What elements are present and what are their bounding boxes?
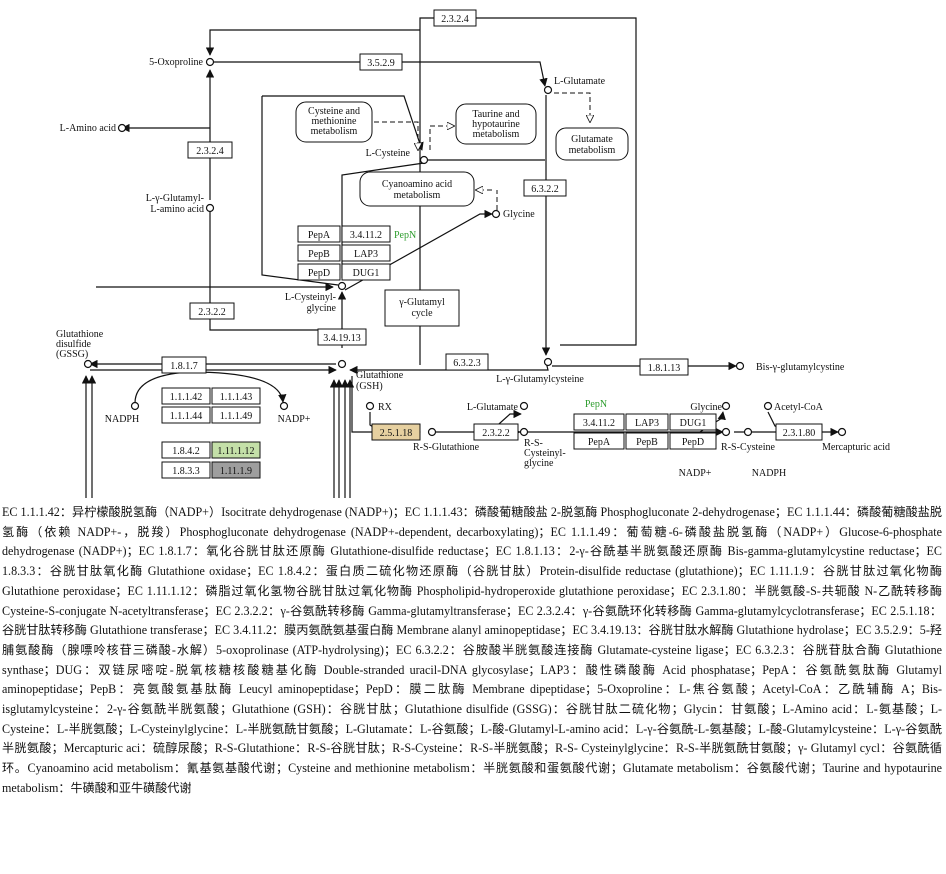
enzyme-lap3-bottom: LAP3 [635,418,659,429]
enzyme-2-3-2-4-top: 2.3.2.4 [441,14,469,25]
compound-rs-cysteinylglycine-line1: R-S- [524,438,543,449]
enzyme-1-8-4-2: 1.8.4.2 [172,446,200,457]
enzyme-pepb-bottom: PepB [636,437,658,448]
pathway-cyanoamino-line2: metabolism [394,190,441,201]
enzyme-lap3: LAP3 [354,249,378,260]
enzyme-2-3-2-2-bottom: 2.3.2.2 [482,428,510,439]
compound-nadp-left: NADP+ [278,414,311,425]
enzyme-pepa-bottom: PepA [588,437,611,448]
compound-gssg-line3: (GSSG) [56,349,88,360]
compound-gsh-line1: Glutathione [356,370,404,381]
enzyme-1-1-1-49: 1.1.1.49 [220,411,253,422]
compound-l-cysteine: L-Cysteine [366,148,411,159]
enzyme-pepd: PepD [308,268,330,279]
compound-nodes [83,57,847,437]
figure-caption: EC 1.1.1.42：异柠檬酸脱氢酶（NADP+）Isocitrate deh… [2,505,942,795]
pathway-glutamate-line2: metabolism [569,145,616,156]
compound-cysteinylglycine-line1: L-Cysteinyl- [285,292,336,303]
compound-glycine-bottom: Glycine [690,402,722,413]
compound-acetyl-coa: Acetyl-CoA [774,402,824,413]
enzyme-3-4-11-2-bottom: 3.4.11.2 [583,418,615,429]
gamma-glutamyl-cycle-line2: cycle [411,308,433,319]
enzyme-1-8-1-7: 1.8.1.7 [170,361,198,372]
compound-cysteinylglycine-line2: glycine [307,303,337,314]
compound-gamma-glutamyl-amino-acid-line1: L-γ-Glutamyl- [146,193,204,204]
compound-nadph-right: NADPH [752,468,786,479]
compound-rx: RX [378,402,393,413]
pathway-taurine-line3: metabolism [473,129,520,140]
compound-rs-glutathione: R-S-Glutathione [413,442,480,453]
enzyme-pepn: PepN [394,230,416,241]
compound-glycine: Glycine [503,209,535,220]
enzyme-2-3-2-4-left: 2.3.2.4 [196,146,224,157]
enzyme-1-8-1-13: 1.8.1.13 [648,363,681,374]
enzyme-1-1-1-44: 1.1.1.44 [170,411,203,422]
glutathione-pathway-diagram: Cysteine and methionine metabolism Tauri… [56,9,890,498]
enzyme-3-4-19-13: 3.4.19.13 [323,333,361,344]
enzyme-pepn-bottom: PepN [585,399,607,410]
enzyme-1-1-1-43: 1.1.1.43 [220,392,253,403]
compound-l-glutamate-bottom: L-Glutamate [467,402,519,413]
compound-nadph-left: NADPH [105,414,139,425]
pathway-glutamate-line1: Glutamate [571,134,613,145]
enzyme-6-3-2-2: 6.3.2.2 [531,184,559,195]
enzyme-2-3-2-2-left: 2.3.2.2 [198,307,226,318]
pathway-cyanoamino-line1: Cyanoamino acid [382,179,452,190]
pathway-cys-met-line2: methionine [312,116,358,127]
enzyme-1-11-1-9: 1.11.1.9 [220,466,252,477]
compound-l-amino-acid: L-Amino acid [60,123,116,134]
compound-rs-cysteine: R-S-Cysteine [721,442,775,453]
compound-bis-glutamylcystine: Bis-γ-glutamylcystine [756,362,845,373]
compound-rs-cysteinylglycine-line3: glycine [524,458,554,469]
enzyme-1-8-3-3: 1.8.3.3 [172,466,200,477]
compound-l-glutamate-top: L-Glutamate [554,76,606,87]
compound-rs-cysteinylglycine-line2: Cysteinyl- [524,448,566,459]
enzyme-2-3-1-80: 2.3.1.80 [783,428,816,439]
compound-gamma-glutamyl-amino-acid-line2: L-amino acid [150,204,204,215]
enzyme-2-5-1-18: 2.5.1.18 [380,428,413,439]
enzyme-dug1-bottom: DUG1 [680,418,707,429]
enzyme-pepb: PepB [308,249,330,260]
compound-gsh-line2: (GSH) [356,381,383,392]
compound-mercapturic-acid: Mercapturic acid [822,442,890,453]
enzyme-1-11-1-12: 1.11.1.12 [217,446,254,457]
enzyme-pepa: PepA [308,230,331,241]
gamma-glutamyl-cycle-line1: γ-Glutamyl [398,297,445,308]
enzyme-dug1: DUG1 [353,268,380,279]
pathway-taurine-line2: hypotaurine [472,119,520,130]
pathway-taurine-line1: Taurine and [472,109,519,120]
compound-5-oxoproline: 5-Oxoproline [149,57,203,68]
enzyme-pepd-bottom: PepD [682,437,704,448]
compound-nadp-right: NADP+ [679,468,712,479]
enzyme-3-5-2-9: 3.5.2.9 [367,58,395,69]
pathway-cys-met-line1: Cysteine and [308,106,360,117]
enzyme-6-3-2-3: 6.3.2.3 [453,358,481,369]
dashed-links [374,92,590,210]
compound-glutamylcysteine: L-γ-Glutamylcysteine [496,374,584,385]
reaction-lines [81,17,839,498]
pathway-cys-met-line3: metabolism [311,126,358,137]
compound-gssg-line2: disulfide [56,339,92,350]
enzyme-1-1-1-42: 1.1.1.42 [170,392,203,403]
compound-gssg-line1: Glutathione [56,329,104,340]
enzyme-3-4-11-2: 3.4.11.2 [350,230,382,241]
